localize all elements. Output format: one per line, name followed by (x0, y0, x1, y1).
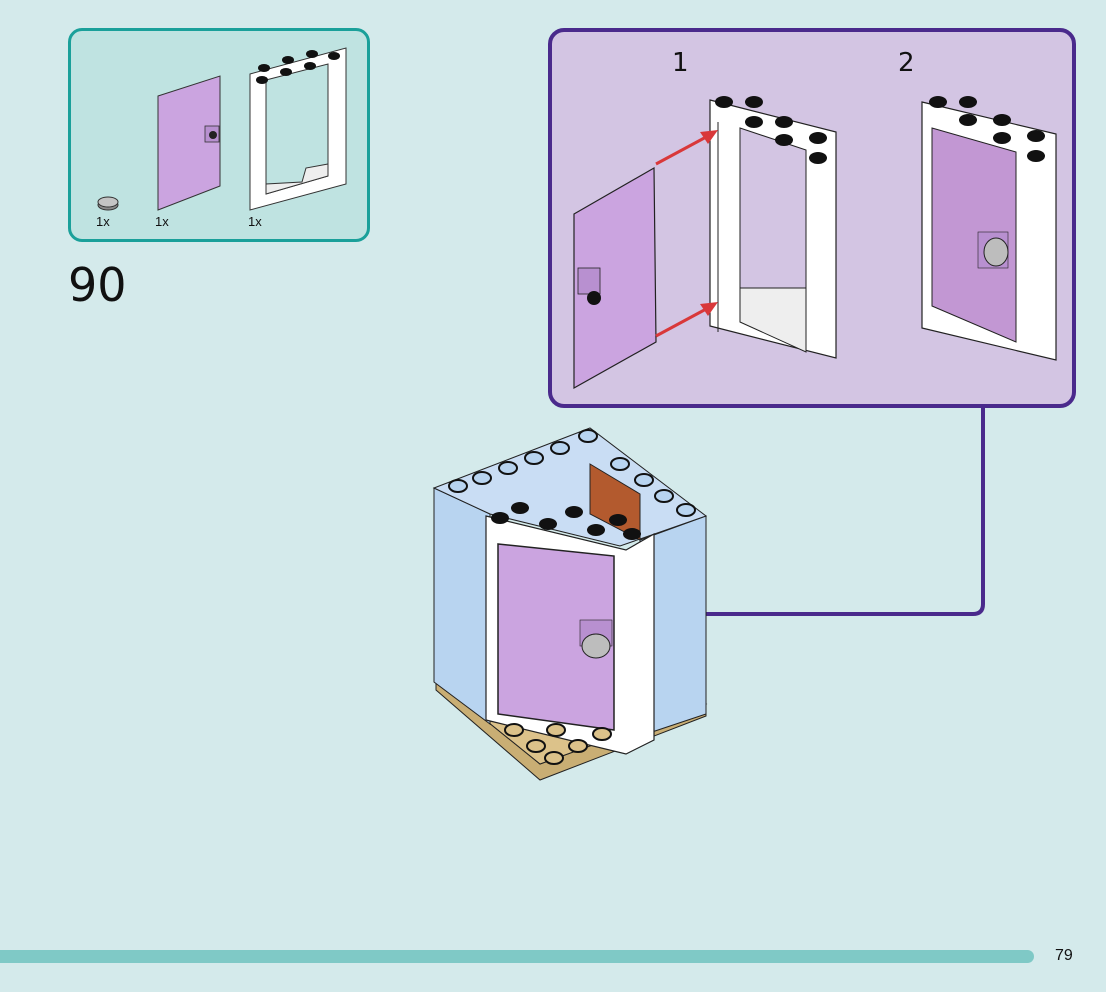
main-model-illustration (432, 427, 708, 781)
round-tile-part-icon (97, 196, 119, 211)
part-quantity: 1x (155, 214, 169, 229)
sub-step-label: 2 (898, 48, 915, 78)
door-frame-part-icon (249, 47, 347, 211)
part-quantity: 1x (96, 214, 110, 229)
step-number: 90 (68, 258, 127, 312)
footer-bar (0, 950, 1034, 963)
door-part-icon (157, 75, 221, 211)
sub-step-2-illustration (921, 96, 1057, 361)
sub-step-label: 1 (672, 48, 689, 78)
red-arrow-icon (655, 130, 718, 338)
sub-step-1-illustration (573, 96, 837, 390)
part-quantity: 1x (248, 214, 262, 229)
page-number: 79 (1055, 947, 1073, 964)
